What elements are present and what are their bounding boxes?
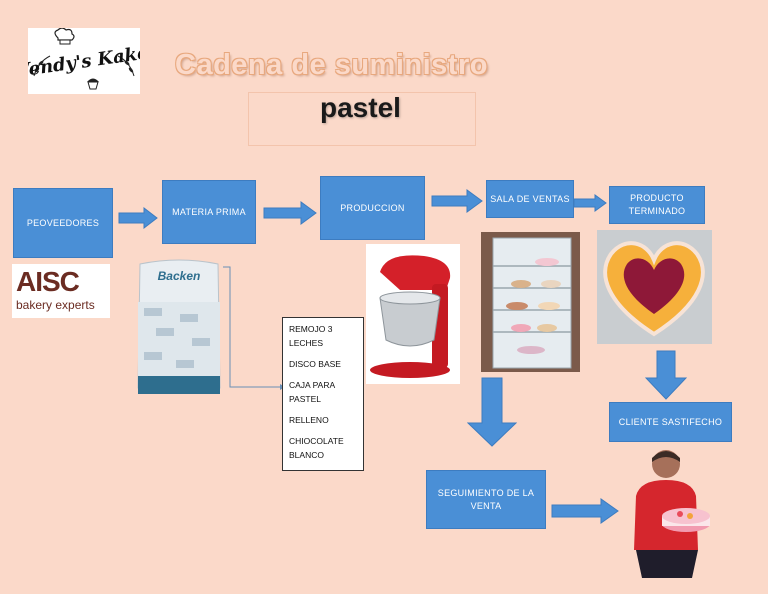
flour-bag-image: Backen <box>136 258 222 396</box>
box-cliente: CLIENTE SASTIFECHO <box>609 402 732 442</box>
ingredient-item: RELLENO <box>289 415 329 425</box>
arrow-down-cliente <box>645 350 687 400</box>
mixer-image <box>366 244 460 384</box>
box-sala-ventas: SALA DE VENTAS <box>486 180 574 218</box>
subtitle-frame <box>248 92 476 146</box>
bag-label: Backen <box>158 269 201 283</box>
heart-cake-image <box>597 230 712 344</box>
supplier-logo: AISC bakery experts <box>12 264 110 318</box>
arrow-right-2 <box>263 201 317 225</box>
ingredient-item: REMOJO 3 LECHES <box>289 324 333 348</box>
logo-text: Wendy's Kake <box>28 42 140 82</box>
ingredient-item: CHIOCOLATE BLANCO <box>289 436 344 460</box>
box-seguimiento: SEGUIMIENTO DE LA VENTA <box>426 470 546 529</box>
arrow-right-1 <box>118 207 158 229</box>
supplier-tagline: bakery experts <box>16 298 95 312</box>
display-case-image <box>481 232 580 372</box>
arrow-down-seguimiento <box>467 377 517 447</box>
bracket-connector <box>223 266 285 390</box>
box-materia-prima: MATERIA PRIMA <box>162 180 256 244</box>
supplier-brand: AISC <box>16 266 80 297</box>
ingredient-item: DISCO BASE <box>289 359 341 369</box>
page-subtitle: pastel <box>320 92 401 123</box>
box-produccion: PRODUCCION <box>320 176 425 240</box>
arrow-right-3 <box>431 189 483 213</box>
customer-image <box>626 440 714 580</box>
arrow-right-4 <box>573 194 607 212</box>
box-proveedores: PEOVEEDORES <box>13 188 113 258</box>
wendys-kake-logo: Wendy's Kake <box>9 27 150 94</box>
box-producto-terminado: PRODUCTO TERMINADO <box>609 186 705 224</box>
ingredients-list: REMOJO 3 LECHES DISCO BASE CAJA PARA PAS… <box>282 317 364 471</box>
page-title: Cadena de suministro <box>175 49 488 81</box>
ingredient-item: CAJA PARA PASTEL <box>289 380 335 404</box>
arrow-right-seguimiento <box>551 498 619 524</box>
